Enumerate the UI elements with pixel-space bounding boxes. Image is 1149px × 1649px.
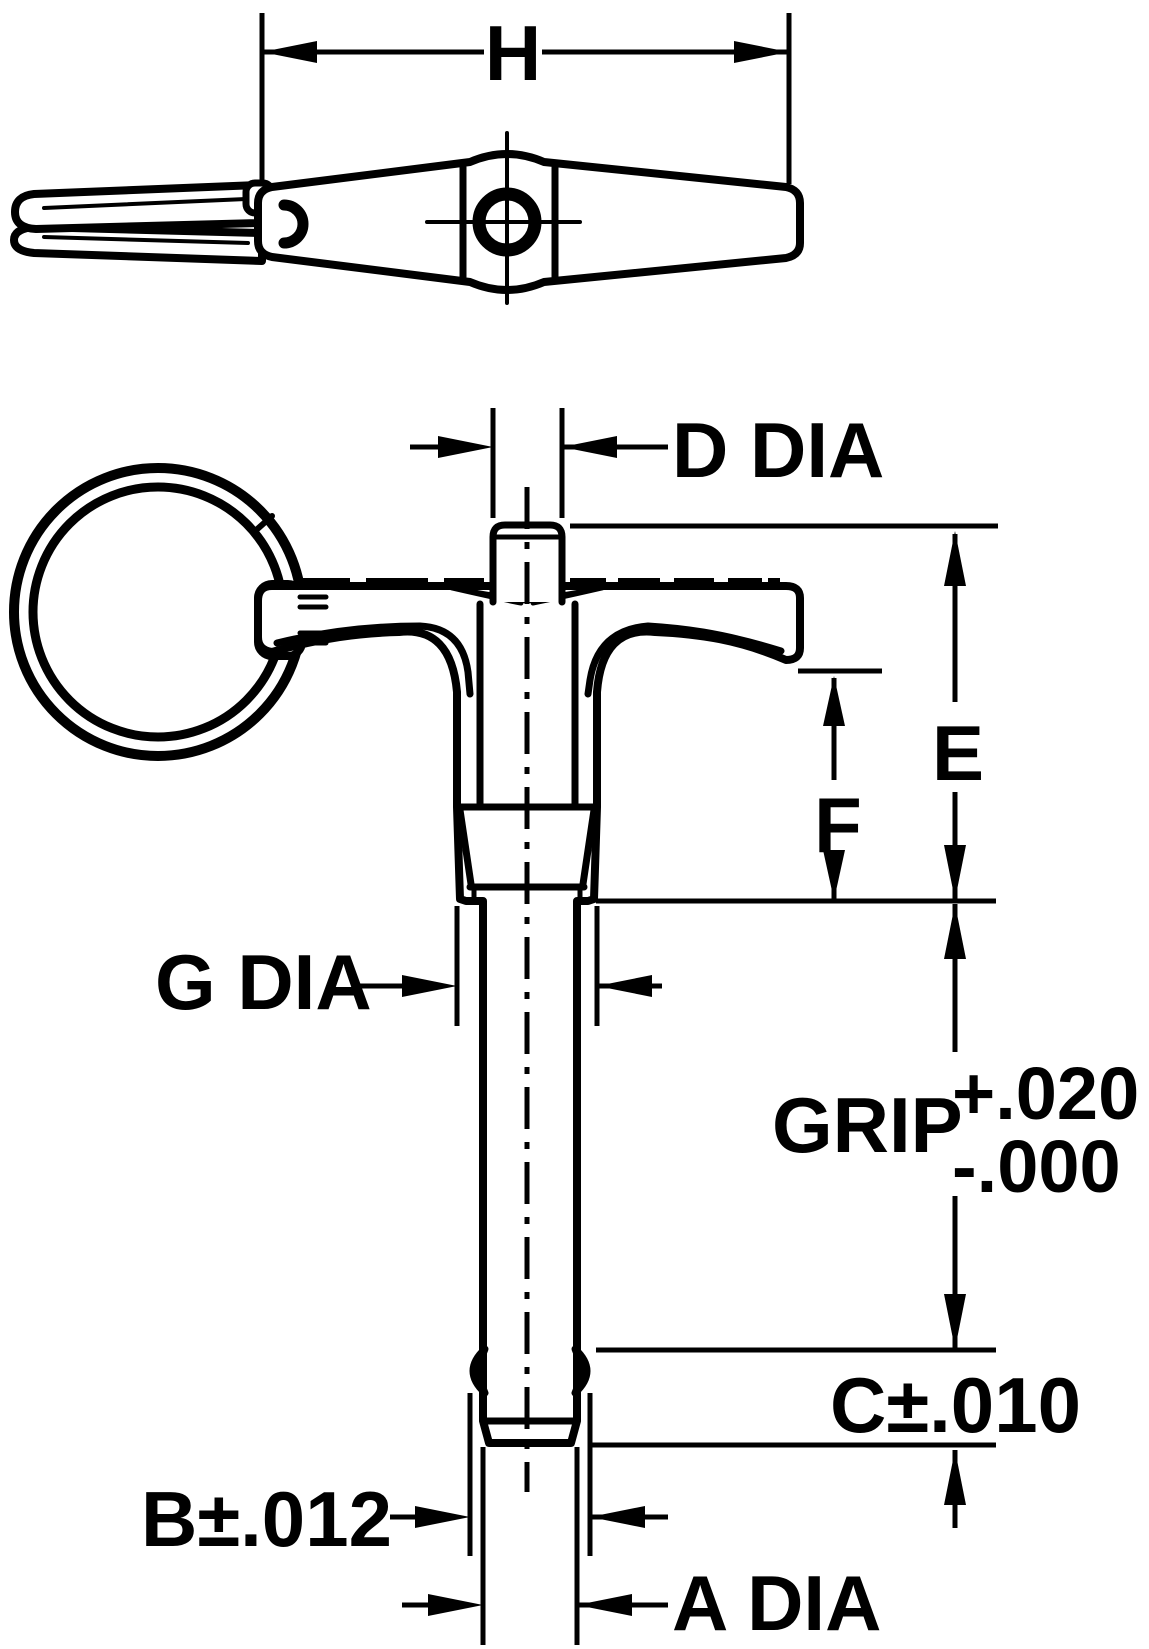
serration-mark <box>768 578 780 586</box>
e-dimension: E <box>570 523 998 900</box>
serration-mark <box>298 578 350 586</box>
collar-cone-right <box>579 806 598 888</box>
b-dimension: B±.012 <box>141 1393 668 1563</box>
serration-mark <box>674 578 714 586</box>
grip-arrow-down <box>944 1294 966 1349</box>
f-label: F <box>814 781 862 869</box>
b-arrow-left <box>415 1506 470 1528</box>
g-arrow-right <box>597 975 652 997</box>
handle-serrations <box>298 578 780 586</box>
a-label: A DIA <box>672 1559 881 1647</box>
serration-mark <box>728 578 762 586</box>
serration-mark <box>618 578 660 586</box>
h-label: H <box>485 9 541 97</box>
handle-underside-inner-right <box>584 622 785 698</box>
grip-arrow-up <box>944 904 966 959</box>
h-arrow-left <box>262 41 317 63</box>
serration-mark <box>570 578 606 586</box>
d-label: D DIA <box>672 406 884 494</box>
ring-prong-lower-wire-edge <box>42 235 250 245</box>
h-arrow-right <box>734 41 789 63</box>
a-arrow-right <box>577 1594 632 1616</box>
c-label: C±.010 <box>830 1361 1081 1449</box>
collar-cone-left <box>456 806 475 888</box>
ring-hook-slot <box>278 199 309 249</box>
grip-dimension: GRIP +.020 -.000 <box>596 904 1139 1353</box>
detent-ball-right <box>571 1345 591 1397</box>
g-arrow-left <box>402 975 457 997</box>
b-label: B±.012 <box>141 1475 392 1563</box>
grip-tolerance-plus: +.020 <box>952 1052 1139 1135</box>
f-arrow-up <box>823 676 845 726</box>
ring-split-notch <box>251 513 275 535</box>
c-arrow-up <box>944 1450 966 1505</box>
h-dimension: H <box>259 9 792 184</box>
ring-prong-upper <box>11 181 262 233</box>
detent-ball-left <box>469 1345 489 1397</box>
top-view: H <box>10 9 804 305</box>
serration-mark <box>444 578 484 586</box>
d-arrow-right <box>562 436 617 458</box>
d-dimension: D DIA <box>410 406 884 518</box>
e-arrow-down <box>944 845 966 900</box>
e-label: E <box>932 709 984 797</box>
g-dimension: G DIA <box>155 906 662 1026</box>
a-dimension: A DIA <box>402 1447 881 1647</box>
ring-prong-upper-wire-edge <box>42 197 248 210</box>
f-dimension: F <box>798 668 882 900</box>
front-view: D DIA E F G <box>9 406 1139 1647</box>
b-arrow-right <box>590 1506 645 1528</box>
c-dimension: C±.010 <box>590 1361 1081 1528</box>
a-arrow-left <box>428 1594 483 1616</box>
serration-mark <box>366 578 428 586</box>
g-label: G DIA <box>155 938 372 1026</box>
split-ring-inner <box>28 482 288 742</box>
grip-label: GRIP <box>772 1081 963 1169</box>
d-arrow-left <box>438 436 493 458</box>
grip-tolerance-minus: -.000 <box>952 1125 1121 1208</box>
f-arrow-down <box>823 850 845 900</box>
e-arrow-up <box>944 531 966 586</box>
